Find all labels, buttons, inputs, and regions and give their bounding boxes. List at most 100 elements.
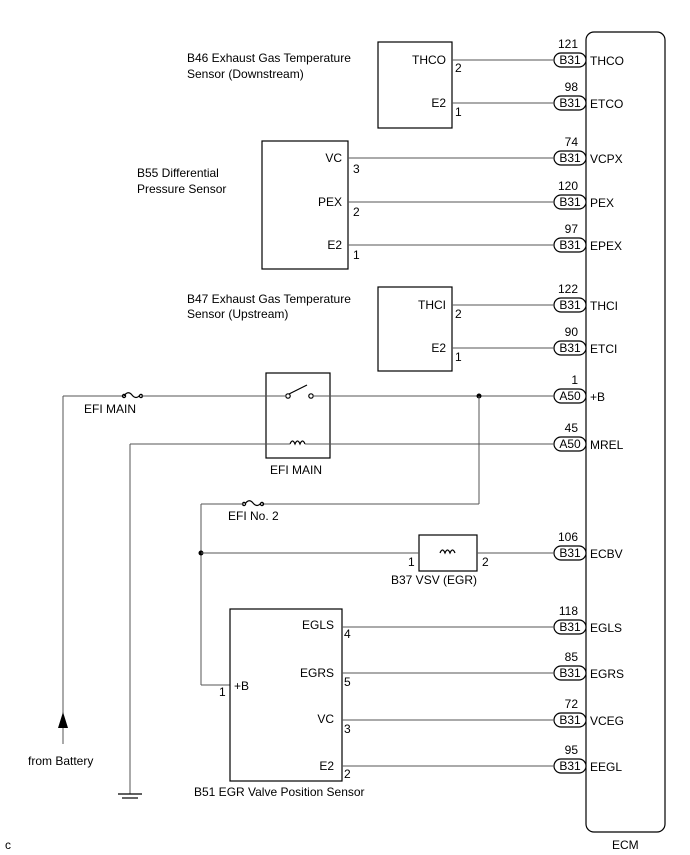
ecm-pin-number: 90 bbox=[565, 325, 579, 339]
vsv-box bbox=[418, 534, 478, 572]
sensor-b47-title-line1: B47 Exhaust Gas Temperature bbox=[187, 292, 351, 306]
sensor-b55-title-line2: Pressure Sensor bbox=[137, 182, 226, 196]
ecm-connector-code: A50 bbox=[559, 389, 581, 403]
sensor-b46-title-line2: Sensor (Downstream) bbox=[187, 67, 304, 81]
ecm-box bbox=[585, 31, 666, 833]
sensor-b51-pin-plus-b: +B bbox=[234, 679, 249, 693]
ecm-pin-number: 98 bbox=[565, 80, 579, 94]
relay-contact-left bbox=[285, 393, 291, 399]
sensor-b55-num-2: 2 bbox=[353, 205, 360, 219]
sensor-b55: B55 Differential Pressure Sensor VC PEX … bbox=[137, 140, 554, 270]
battery-label: from Battery bbox=[28, 754, 93, 768]
sensor-b55-title-line1: B55 Differential bbox=[137, 166, 219, 180]
ecm-label: ECM bbox=[612, 838, 639, 852]
vsv-coil-icon bbox=[439, 549, 456, 555]
sensor-b51-num-5: 5 bbox=[344, 675, 351, 689]
ecm-pin-number: 85 bbox=[565, 650, 579, 664]
ecm-pin-name: +B bbox=[590, 390, 605, 404]
sensor-b46: B46 Exhaust Gas Temperature Sensor (Down… bbox=[187, 41, 554, 129]
ecm-pin-number: 1 bbox=[571, 373, 578, 387]
sensor-b46-num-1: 1 bbox=[455, 105, 462, 119]
sensor-b51-num-4: 4 bbox=[344, 627, 351, 641]
sensor-b51-num-1: 1 bbox=[219, 685, 226, 699]
mrel-circuit bbox=[118, 443, 554, 799]
ecm-connector-code: B31 bbox=[559, 195, 581, 209]
sensor-b47-box bbox=[377, 286, 453, 372]
relay-switch-arm bbox=[288, 384, 308, 395]
efi-main-circuit: EFI MAIN from Battery bbox=[28, 392, 554, 768]
vsv-num-1: 1 bbox=[408, 555, 415, 569]
ecm-pin-number: 97 bbox=[565, 222, 579, 236]
sensor-b47-num-2: 2 bbox=[455, 307, 462, 321]
sensor-b47-pin-thci: THCI bbox=[418, 298, 446, 312]
ecm-connector-code: B31 bbox=[559, 151, 581, 165]
relay-box bbox=[265, 372, 331, 459]
ecm-connector-code: B31 bbox=[559, 298, 581, 312]
ecm-pin-name: EEGL bbox=[590, 760, 622, 774]
sensor-b46-box bbox=[377, 41, 453, 129]
ecm-pin-name: THCO bbox=[590, 54, 624, 68]
relay-contact-right bbox=[308, 393, 314, 399]
battery-arrow-icon bbox=[58, 712, 68, 728]
sensor-b47: B47 Exhaust Gas Temperature Sensor (Upst… bbox=[187, 286, 554, 372]
ecm-pin-name: THCI bbox=[590, 299, 618, 313]
sensor-b51-box bbox=[229, 608, 343, 782]
ecm-pin-number: 74 bbox=[565, 135, 579, 149]
ecm-pin-number: 118 bbox=[559, 604, 578, 618]
ecm-pin-name: EGRS bbox=[590, 667, 624, 681]
ecm-connector-code: B31 bbox=[559, 53, 581, 67]
sensor-b51-num-3: 3 bbox=[344, 722, 351, 736]
relay-label: EFI MAIN bbox=[270, 463, 322, 477]
relay-coil-icon bbox=[289, 440, 306, 446]
ecm-connector-code: B31 bbox=[559, 666, 581, 680]
vsv-b37: 1 2 B37 VSV (EGR) bbox=[201, 534, 554, 587]
sensor-b55-pin-vc: VC bbox=[325, 151, 342, 165]
sensor-b55-pin-pex: PEX bbox=[318, 195, 342, 209]
sensor-b47-pin-e2: E2 bbox=[431, 341, 446, 355]
ecm-connector-code: B31 bbox=[559, 713, 581, 727]
ecm-pin-name: EPEX bbox=[590, 239, 622, 253]
sensor-b55-box bbox=[261, 140, 349, 270]
sensor-b51-pin-vc: VC bbox=[317, 712, 334, 726]
sensor-b47-num-1: 1 bbox=[455, 350, 462, 364]
fuse-efi-no2-label: EFI No. 2 bbox=[228, 509, 279, 523]
ecm-pin-number: 122 bbox=[558, 282, 578, 296]
fuse-efi-main-icon bbox=[123, 392, 141, 399]
fuse-efi-no2-end-right bbox=[259, 501, 265, 507]
ecm-pin-name: MREL bbox=[590, 438, 624, 452]
ecm-pin-name: ECBV bbox=[590, 547, 623, 561]
ecm-connector-code: B31 bbox=[559, 759, 581, 773]
fuse-efi-main-end-left bbox=[121, 393, 127, 399]
sensor-b47-title-line2: Sensor (Upstream) bbox=[187, 307, 288, 321]
sensor-b51-pin-egrs: EGRS bbox=[300, 666, 334, 680]
efi-main-relay: EFI MAIN bbox=[265, 372, 331, 477]
ecm-connector-code: B31 bbox=[559, 341, 581, 355]
ecm-pin-name: VCPX bbox=[590, 152, 623, 166]
ecm-pin-number: 106 bbox=[558, 530, 578, 544]
ecm-pin-name: PEX bbox=[590, 196, 614, 210]
sensor-b51-pin-egls: EGLS bbox=[302, 618, 334, 632]
corner-mark: c bbox=[5, 838, 11, 852]
ecm-pin-number: 45 bbox=[565, 421, 579, 435]
ecm-connector-code: B31 bbox=[559, 620, 581, 634]
vsv-label: B37 VSV (EGR) bbox=[391, 573, 477, 587]
sensor-b46-title-line1: B46 Exhaust Gas Temperature bbox=[187, 51, 351, 65]
ecm-pin-name: ETCO bbox=[590, 97, 623, 111]
ecm-connector-code: B31 bbox=[559, 546, 581, 560]
efi-no2-circuit: EFI No. 2 bbox=[198, 396, 480, 686]
ecm-connector-code: B31 bbox=[559, 238, 581, 252]
ecm-pin-name: VCEG bbox=[590, 714, 624, 728]
sensor-b55-num-1: 1 bbox=[353, 248, 360, 262]
sensor-b55-num-3: 3 bbox=[353, 162, 360, 176]
sensor-b51-num-2: 2 bbox=[344, 767, 351, 781]
